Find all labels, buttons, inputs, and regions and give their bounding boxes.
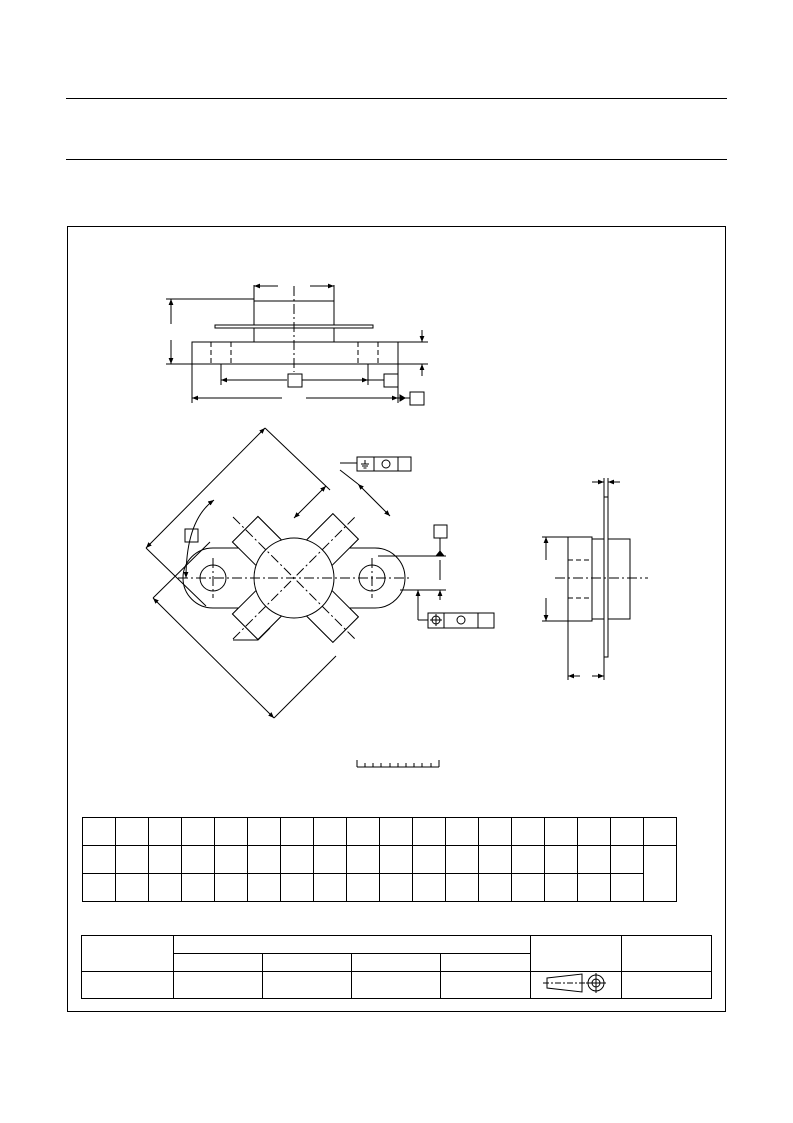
datum-box (409, 391, 425, 406)
end-view-stud (607, 538, 631, 620)
table-row (82, 845, 677, 902)
projection-symbol-cell (530, 971, 623, 999)
position-symbol-icon (430, 614, 442, 626)
tolerance-frame-bottom (427, 612, 495, 629)
datum-box (383, 373, 399, 388)
table-row (82, 817, 677, 846)
side-view-hidden-lines (210, 342, 379, 364)
end-view-cap (591, 538, 605, 620)
plan-view (145, 427, 495, 719)
table-row (81, 971, 712, 999)
end-view-flange (603, 496, 609, 658)
drawing-frame (67, 226, 726, 1012)
datum-box (433, 524, 448, 539)
header-rule-bottom (66, 159, 727, 160)
scale-bar (356, 760, 440, 768)
datum-box (287, 373, 303, 388)
outline-reference-table (81, 935, 712, 999)
side-view-flange (191, 341, 399, 365)
end-view (542, 478, 648, 680)
ground-symbol-icon (361, 460, 369, 469)
table-row (82, 873, 677, 902)
table-row (82, 953, 712, 972)
tolerance-frame-top (356, 456, 412, 472)
datum-box (184, 528, 199, 543)
table-row (81, 935, 712, 972)
end-view-body (567, 536, 593, 622)
header-rule-top (66, 98, 727, 99)
side-view (166, 283, 428, 406)
dimension-table (82, 817, 677, 902)
